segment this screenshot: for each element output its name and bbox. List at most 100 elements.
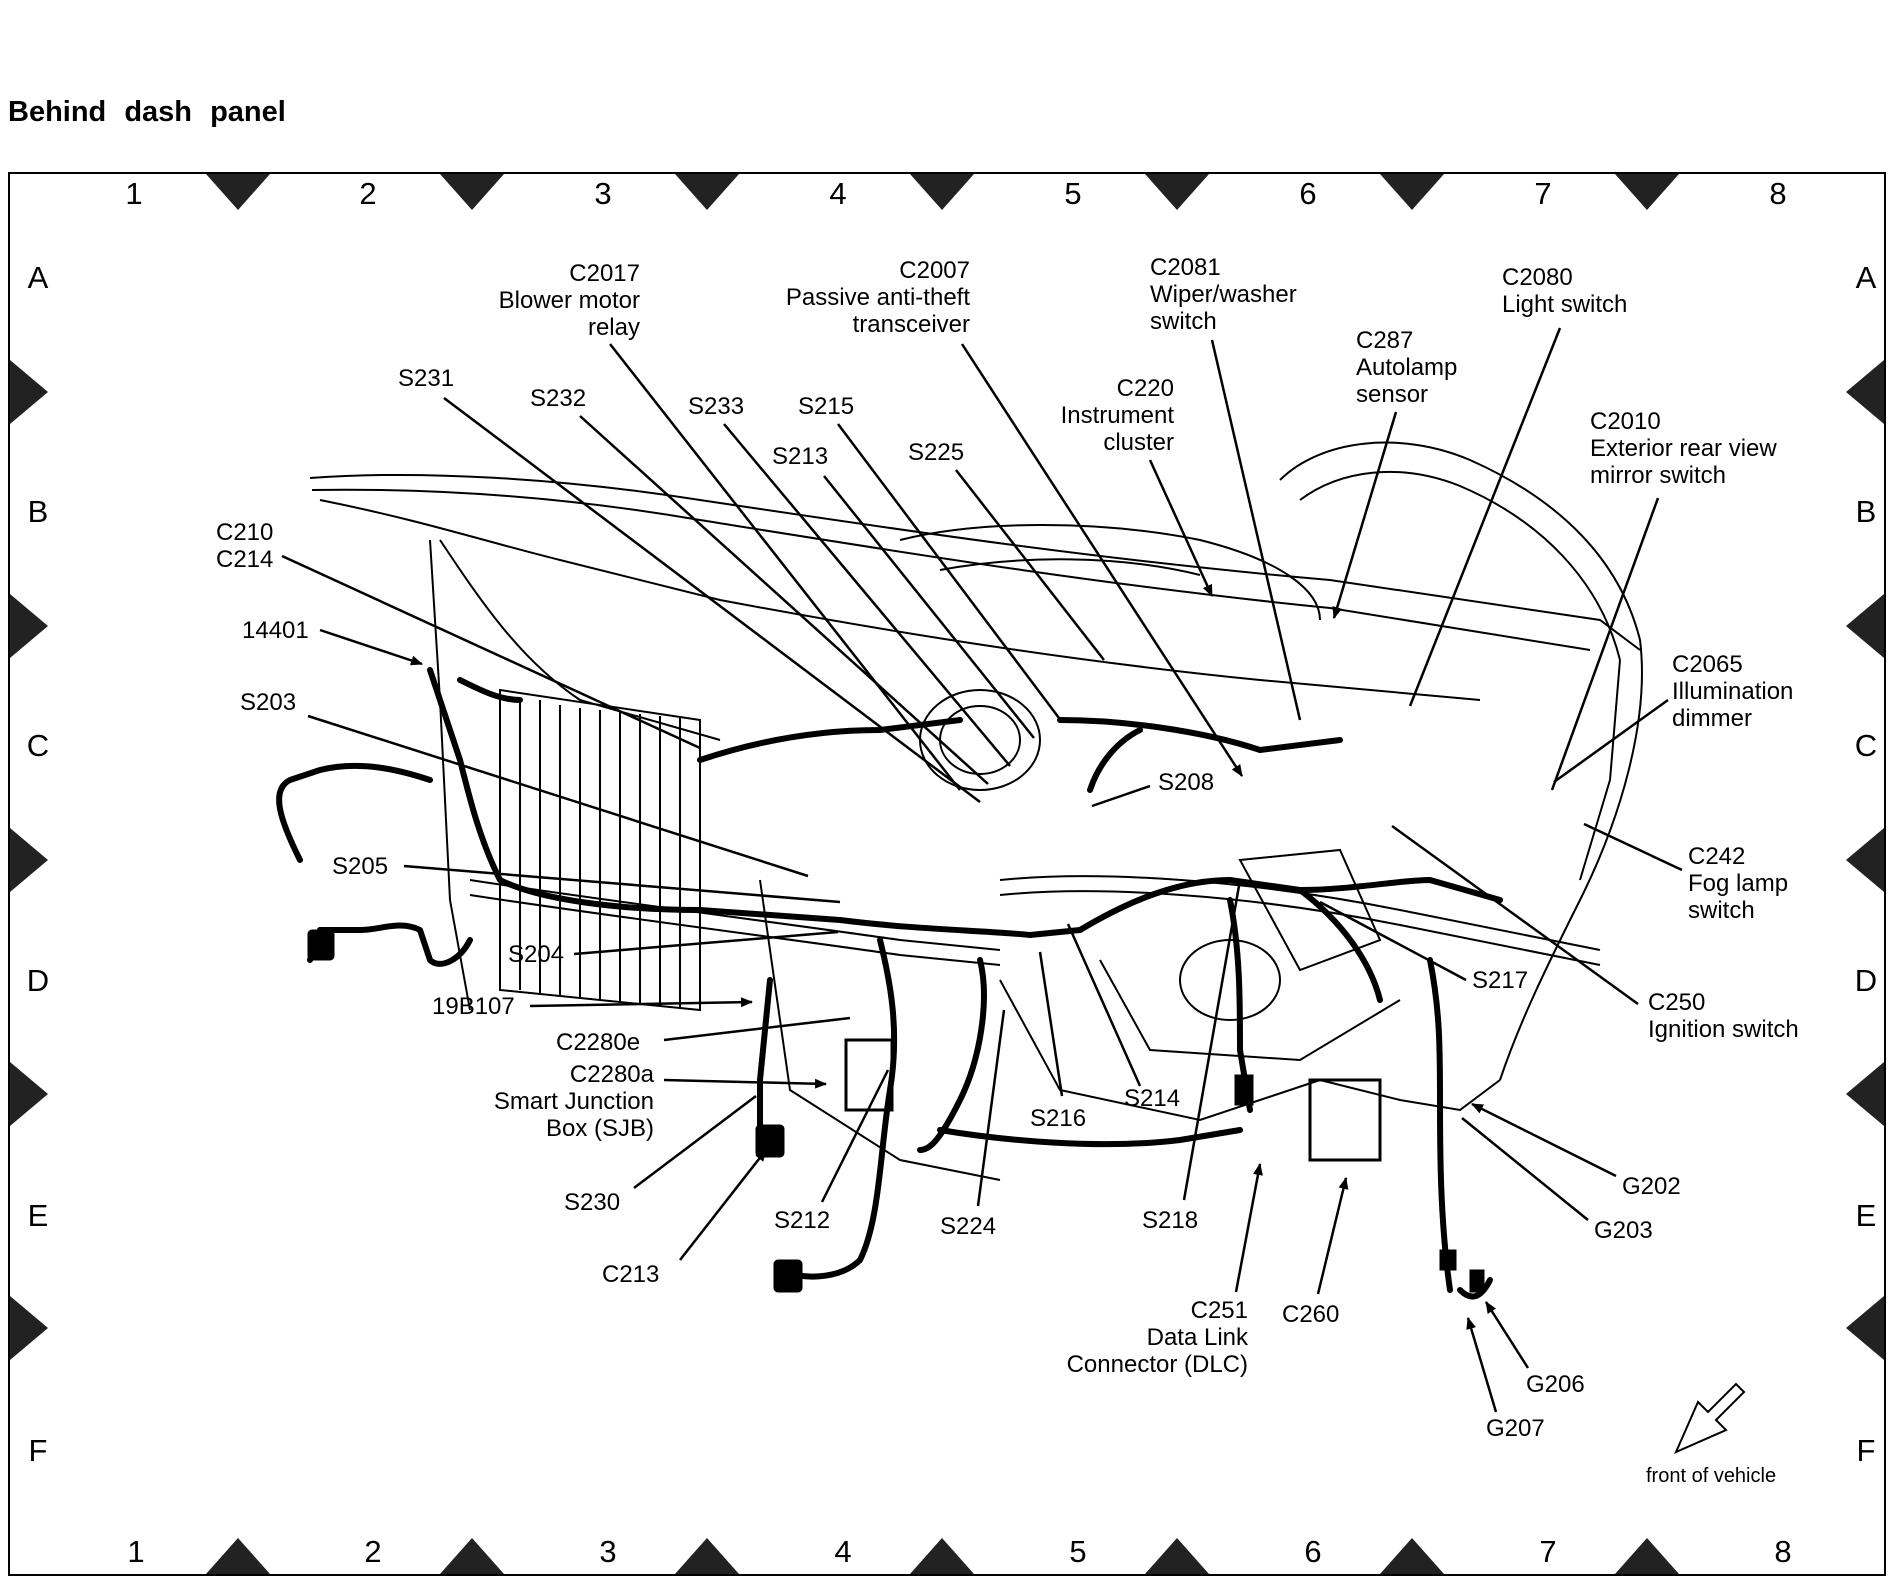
- c2081-label-line-3: switch: [1150, 308, 1217, 335]
- grid-col-5-bottom: 5: [1069, 1534, 1086, 1569]
- leader-c2081: [1210, 339, 1302, 721]
- wiring-harness: [276, 667, 1503, 1300]
- grid-col-3-bottom: 3: [599, 1534, 616, 1569]
- leader-s203: [307, 714, 809, 878]
- grid-col-8-top: 8: [1769, 176, 1786, 211]
- leader-s216: [1038, 951, 1064, 1097]
- grid-row-f-right: F: [1857, 1433, 1876, 1468]
- border-triangles-right: [1846, 360, 1884, 1360]
- leader-s232: [579, 415, 989, 785]
- grid-row-b-left: B: [28, 494, 49, 529]
- leader-s230: [633, 1095, 757, 1189]
- grid-row-e-right: E: [1856, 1198, 1877, 1233]
- grid-row-a-left: A: [28, 260, 49, 295]
- c2007-label-line-1: C2007: [899, 257, 970, 284]
- c2017-label-line-3: relay: [588, 314, 640, 341]
- s230-label: S230: [564, 1189, 620, 1216]
- c2081-label-line-1: C2081: [1150, 254, 1221, 281]
- 19b107-label: 19B107: [432, 993, 515, 1020]
- callout-c250: C250 Ignition switch: [1648, 989, 1799, 1043]
- callout-c242: C242 Fog lamp switch: [1688, 843, 1788, 924]
- callout-c2081: C2081 Wiper/washer switch: [1150, 254, 1297, 335]
- leader-c2280e: [663, 1016, 851, 1042]
- grid-col-6-top: 6: [1299, 176, 1316, 211]
- s203-label: S203: [240, 689, 296, 716]
- leader-c210-c214: [281, 554, 701, 750]
- g203-label: G203: [1594, 1217, 1653, 1244]
- c2280a-label-line-2: Smart Junction: [494, 1088, 654, 1115]
- c2065-label-line-1: C2065: [1672, 651, 1743, 678]
- callout-c251: C251 Data Link Connector (DLC): [1067, 1297, 1249, 1378]
- s213-label: S213: [772, 443, 828, 470]
- c250-label-line-1: C250: [1648, 989, 1705, 1016]
- c2080-label-line-2: Light switch: [1502, 291, 1627, 318]
- callout-c2010: C2010 Exterior rear view mirror switch: [1590, 408, 1777, 489]
- leader-s213: [823, 475, 1035, 739]
- c287-label-line-2: Autolamp: [1356, 354, 1457, 381]
- callout-c2080: C2080 Light switch: [1502, 264, 1627, 318]
- c2065-label-line-2: Illumination: [1672, 678, 1793, 705]
- c287-label-line-3: sensor: [1356, 381, 1428, 408]
- s231-label: S231: [398, 365, 454, 392]
- c2065-label-line-3: dimmer: [1672, 705, 1752, 732]
- leader-g206: [1484, 1301, 1530, 1369]
- c220-label-line-3: cluster: [1103, 429, 1174, 456]
- c2007-label-line-3: transceiver: [853, 311, 970, 338]
- grid-row-f-left: F: [29, 1433, 48, 1468]
- leader-s208: [1091, 784, 1151, 808]
- grid-col-8-bottom: 8: [1774, 1534, 1791, 1569]
- leader-s233: [723, 423, 1011, 767]
- s204-label: S204: [508, 941, 564, 968]
- leader-c2007: [960, 343, 1244, 777]
- grid-col-6-bottom: 6: [1304, 1534, 1321, 1569]
- leader-s214: [1066, 923, 1142, 1087]
- grid-col-5-top: 5: [1064, 176, 1081, 211]
- leader-c2017: [609, 343, 961, 791]
- callout-c220: C220 Instrument cluster: [1061, 375, 1175, 456]
- leader-c220: [1148, 459, 1214, 597]
- callout-c2065: C2065 Illumination dimmer: [1672, 651, 1793, 732]
- front-of-vehicle-label: front of vehicle: [1646, 1465, 1776, 1487]
- leader-14401: [319, 628, 423, 666]
- grid-col-2-bottom: 2: [364, 1534, 381, 1569]
- grid-col-4-top: 4: [829, 176, 846, 211]
- c251-label-line-2: Data Link: [1147, 1324, 1249, 1351]
- grid-row-d-right: D: [1855, 963, 1877, 998]
- border-triangles-left: [10, 360, 48, 1360]
- s208-label: S208: [1158, 769, 1214, 796]
- s225-label: S225: [908, 439, 964, 466]
- callout-c2007: C2007 Passive anti-theft transceiver: [786, 257, 970, 338]
- s232-label: S232: [530, 385, 586, 412]
- grid-col-3-top: 3: [594, 176, 611, 211]
- callout-c210-c214: C210 C214: [216, 519, 273, 573]
- leader-s215: [837, 423, 1063, 723]
- grid-column-labels-bottom: 1 2 3 4 5 6 7 8: [127, 1534, 1791, 1569]
- s217-label: S217: [1472, 967, 1528, 994]
- callout-c287: C287 Autolamp sensor: [1356, 327, 1457, 408]
- leader-c2065: [1553, 698, 1669, 784]
- c2017-label-line-2: Blower motor: [499, 287, 640, 314]
- grid-col-7-bottom: 7: [1539, 1534, 1556, 1569]
- c220-label-line-2: Instrument: [1061, 402, 1175, 429]
- leader-c260: [1316, 1177, 1349, 1295]
- leader-c251: [1234, 1163, 1263, 1293]
- callout-c2017: C2017 Blower motor relay: [499, 260, 640, 341]
- c250-label-line-2: Ignition switch: [1648, 1016, 1799, 1043]
- leader-c2080: [1408, 327, 1562, 707]
- leader-g202: [1471, 1102, 1617, 1178]
- leader-g203: [1461, 1117, 1589, 1221]
- g207-label: G207: [1486, 1415, 1545, 1442]
- g206-label: G206: [1526, 1371, 1585, 1398]
- leader-s225: [955, 469, 1105, 661]
- leader-c287: [1332, 411, 1398, 619]
- leader-c2010: [1550, 497, 1660, 791]
- s218-label: S218: [1142, 1207, 1198, 1234]
- leader-s205: [403, 864, 841, 904]
- grid-col-1-bottom: 1: [127, 1534, 144, 1569]
- grid-row-labels-left: A B C D E F: [27, 260, 49, 1468]
- c210-label: C210: [216, 519, 273, 546]
- c2017-label-line-1: C2017: [569, 260, 640, 287]
- grid-row-c-right: C: [1855, 728, 1877, 763]
- leader-19b107: [529, 997, 753, 1008]
- leader-g207: [1466, 1317, 1498, 1413]
